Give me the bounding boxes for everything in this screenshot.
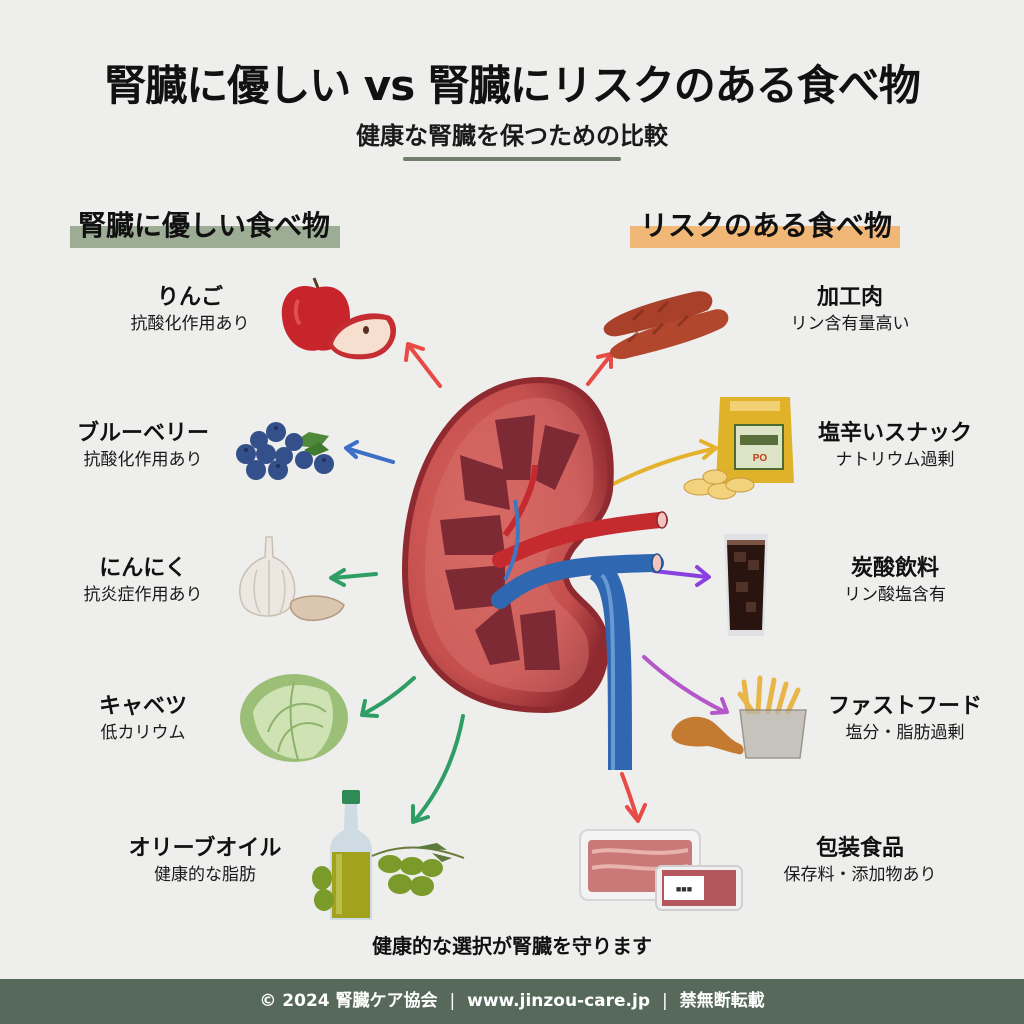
- packaged-meat-icon: ■■■: [579, 829, 743, 911]
- page-title: 腎臓に優しい vs 腎臓にリスクのある食べ物: [104, 61, 921, 110]
- page-subtitle: 健康な腎臓を保つための比較: [356, 122, 668, 150]
- apple-icon: [281, 277, 397, 360]
- footer-url-link[interactable]: www.jinzou-care.jp: [467, 991, 651, 1011]
- food-label-blueberries: ブルーベリー 抗酸化作用あり: [76, 421, 209, 470]
- footer-separator: |: [661, 991, 668, 1011]
- food-label-chips: 塩辛いスナック ナトリウム過剰: [817, 421, 972, 470]
- risk-foods-heading: リスクのある食べ物: [630, 204, 901, 248]
- footer-copyright: © 2024 腎臓ケア協会: [259, 991, 438, 1011]
- blueberries-icon: [236, 422, 334, 480]
- svg-text:■■■: ■■■: [676, 884, 692, 894]
- food-label-olive-oil: オリーブオイル 健康的な脂肪: [128, 836, 282, 885]
- arrow-to-cabbage: [360, 676, 416, 718]
- arrow-to-olive-oil: [411, 714, 465, 824]
- kidney-icon: [401, 376, 668, 770]
- food-label-apple: りんご 抗酸化作用あり: [130, 285, 250, 334]
- arrow-to-blueberries: [344, 440, 395, 464]
- food-label-sausage: 加工肉 リン含有量高い: [790, 285, 910, 334]
- arrow-to-chips: [605, 439, 718, 489]
- arrow-to-packaged: [620, 772, 647, 823]
- food-label-fast-food: ファストフード 塩分・脂肪過剰: [827, 694, 982, 743]
- good-foods-heading: 腎臓に優しい食べ物: [70, 204, 341, 248]
- arrow-to-fast-food: [642, 655, 729, 715]
- fast-food-icon: [671, 675, 807, 759]
- olive-oil-icon: [312, 790, 465, 920]
- cola-icon: [724, 534, 768, 636]
- closing-message: 健康的な選択が腎臓を守ります: [372, 934, 652, 958]
- arrow-to-apple: [404, 342, 442, 388]
- title-divider: [403, 157, 621, 161]
- chips-icon: PO: [683, 397, 794, 500]
- footer: © 2024 腎臓ケア協会 | www.jinzou-care.jp | 禁無断…: [0, 979, 1024, 1024]
- arrow-to-cola: [652, 565, 711, 587]
- sausage-icon: [603, 291, 729, 360]
- food-label-cabbage: キャベツ 低カリウム: [98, 694, 187, 743]
- footer-notice: 禁無断転載: [679, 991, 765, 1011]
- food-label-garlic: にんにく 抗炎症作用あり: [83, 556, 203, 605]
- svg-text:PO: PO: [753, 453, 768, 464]
- food-label-packaged: 包装食品 保存料・添加物あり: [783, 836, 937, 885]
- garlic-icon: [239, 536, 345, 621]
- food-label-cola: 炭酸飲料 リン酸塩含有: [844, 556, 946, 605]
- arrow-to-garlic: [329, 568, 378, 587]
- cabbage-icon: [240, 674, 348, 762]
- footer-separator: |: [449, 991, 456, 1011]
